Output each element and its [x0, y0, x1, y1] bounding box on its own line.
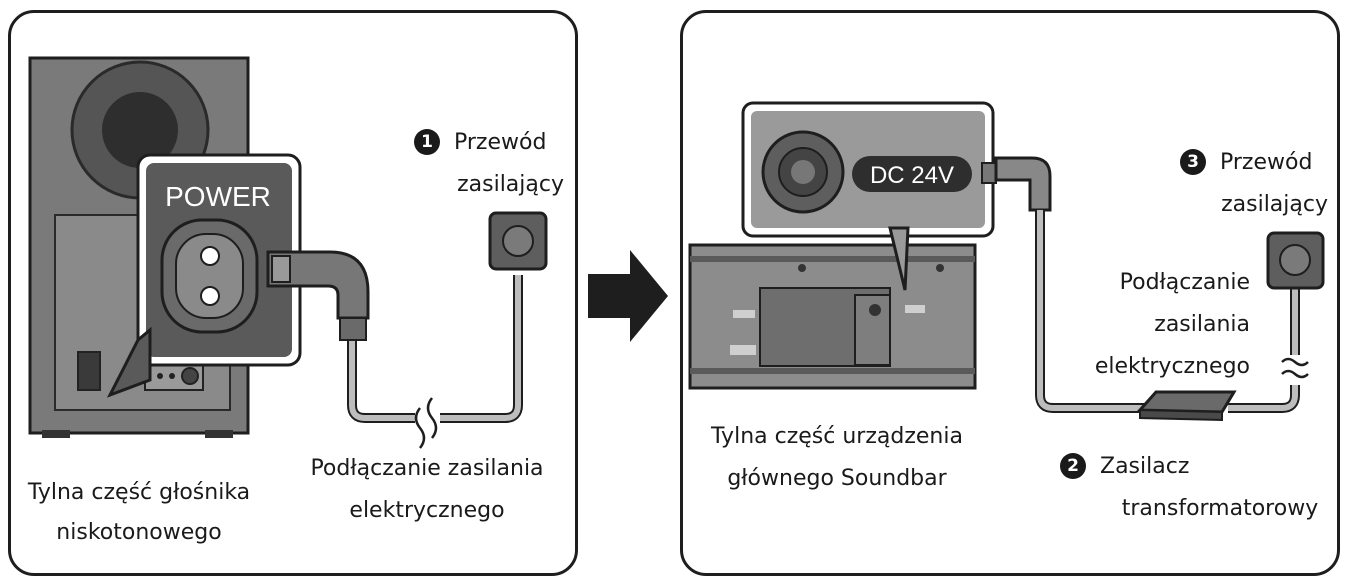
adapter-label-line1: Zasilacz [1100, 454, 1190, 479]
connection-label-left-line2: elektrycznego [349, 498, 505, 523]
power-callout [106, 153, 302, 398]
subwoofer-label-line2: niskotonowego [56, 520, 222, 545]
power-switch [77, 351, 101, 391]
soundbar-label-line2: głównego Soundbar [727, 466, 947, 491]
soundbar-rear [688, 243, 977, 390]
dc-callout [741, 101, 995, 291]
cable-label-left-line1: Przewód [454, 130, 547, 155]
dc-24v-badge [852, 156, 972, 192]
power-adapter [1136, 390, 1237, 414]
subwoofer-label-line1: Tylna część głośnika [27, 480, 251, 505]
soundbar-label-line1: Tylna część urządzenia [711, 424, 963, 449]
power-cable-right [981, 156, 1325, 422]
connection-label-right-line2: zasilania [1154, 312, 1250, 337]
arrow-icon [588, 250, 668, 342]
cable-label-right-line2: zasilający [1221, 192, 1328, 217]
cable-label-right-line1: Przewód [1220, 150, 1313, 175]
cable-label-left-line2: zasilający [457, 172, 564, 197]
adapter-label: 2 Zasilacz [1060, 448, 1260, 486]
power-label: POWER [165, 181, 271, 212]
connection-label-left-line1: Podłączanie zasilania [310, 456, 544, 481]
dc-label: DC 24V [870, 162, 954, 189]
step-1-badge: 1 [414, 129, 440, 155]
power-cable-left [266, 211, 548, 449]
adapter-label-line2: transformatorowy [1121, 496, 1319, 521]
connection-label-right-line3: elektrycznego [1094, 354, 1250, 379]
step-3-badge: 3 [1180, 149, 1206, 175]
cable-label-right: 3 Przewód [1180, 144, 1330, 182]
cable-label-left: 1 Przewód [414, 124, 574, 162]
connection-label-right-line1: Podłączanie [1119, 270, 1250, 295]
step-2-badge: 2 [1060, 453, 1086, 479]
